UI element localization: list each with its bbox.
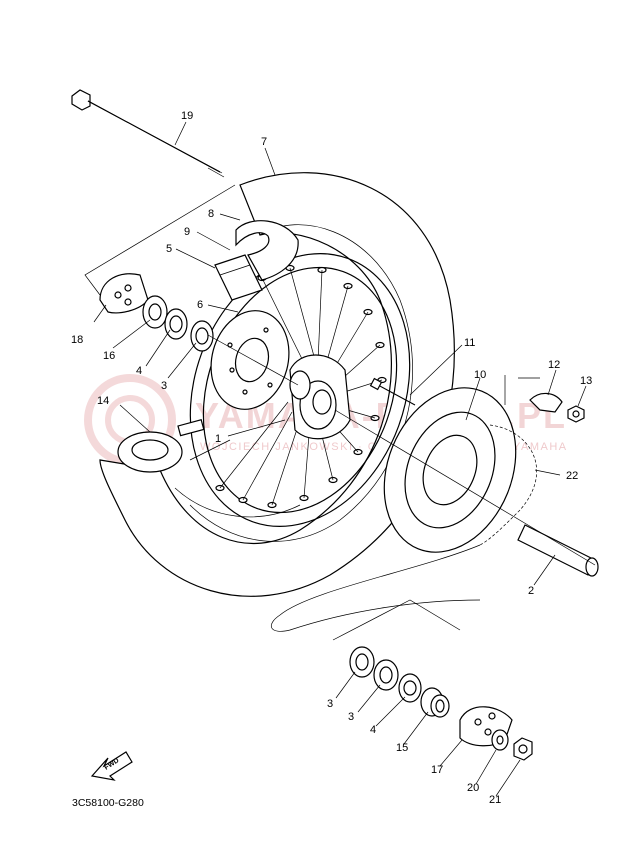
callout-3c: 3 — [348, 711, 354, 723]
tube-valve — [117, 419, 205, 473]
chain-joint — [529, 392, 563, 413]
tyre — [99, 172, 455, 597]
callout-8: 8 — [208, 208, 214, 220]
callout-4b: 4 — [370, 724, 376, 736]
diagram-code: 3C58100-G280 — [72, 797, 144, 809]
callout-20: 20 — [467, 782, 479, 794]
rim-band — [214, 254, 263, 301]
callout-22: 22 — [566, 470, 578, 482]
drive-chain — [270, 424, 538, 632]
rear-sprocket — [383, 387, 517, 553]
hub — [289, 354, 351, 440]
callout-19: 19 — [181, 110, 193, 122]
callout-4a: 4 — [136, 365, 142, 377]
axle-collar — [517, 524, 599, 577]
callout-3b: 3 — [327, 698, 333, 710]
callout-17: 17 — [431, 764, 443, 776]
callout-12: 12 — [548, 359, 560, 371]
callout-2: 2 — [528, 585, 534, 597]
callout-13: 13 — [580, 375, 592, 387]
hub-plate-18 — [99, 273, 149, 314]
wheel-axle — [71, 89, 225, 178]
collar-16 — [142, 295, 168, 329]
callout-21: 21 — [489, 794, 501, 806]
inner-tube — [235, 220, 299, 281]
bearing-3a — [190, 320, 214, 352]
brake-disc — [210, 310, 290, 410]
callout-5: 5 — [166, 243, 172, 255]
washer-20 — [491, 729, 509, 751]
callout-14: 14 — [97, 395, 109, 407]
callout-11: 11 — [464, 337, 475, 349]
callout-9: 9 — [184, 226, 190, 238]
bearing-3b — [349, 646, 375, 678]
sprocket-bolt — [369, 377, 416, 406]
callout-15: 15 — [396, 742, 408, 754]
callout-18: 18 — [71, 334, 83, 346]
fwd-arrow-icon: FWD — [90, 751, 133, 781]
bearing-3c — [373, 659, 399, 691]
callout-7: 7 — [261, 136, 267, 148]
nut-13 — [567, 405, 585, 423]
callout-3a: 3 — [161, 380, 167, 392]
oil-seal-4a — [164, 308, 188, 340]
callout-16: 16 — [103, 350, 115, 362]
leader-lines — [93, 121, 587, 797]
nut-21 — [513, 737, 533, 761]
callout-10: 10 — [474, 369, 486, 381]
oil-seal-4b — [398, 673, 422, 703]
assembly-lines — [84, 184, 596, 641]
callout-6: 6 — [197, 299, 203, 311]
collar-15 — [420, 687, 450, 718]
callout-1: 1 — [215, 433, 221, 445]
callout-numbers: 19 7 8 9 5 6 18 16 4 3 14 1 11 10 12 13 … — [71, 110, 592, 806]
